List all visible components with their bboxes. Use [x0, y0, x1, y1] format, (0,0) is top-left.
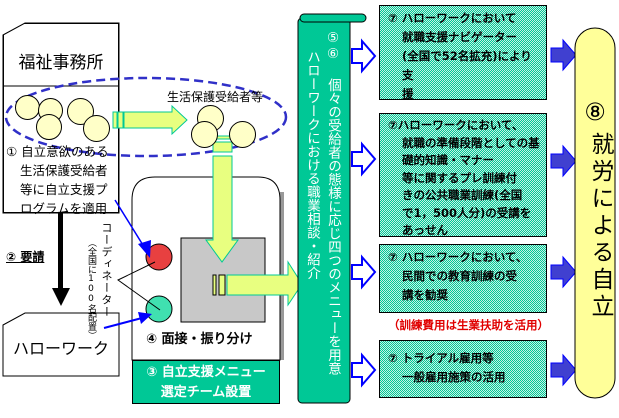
team-setup-label: ③ 自立支援メニュー 選定チーム設置 — [132, 360, 280, 404]
transfer-arrow — [112, 104, 188, 136]
menu-box-trial-employment: ⑦ トライアル雇用等 一般雇用施策の活用 — [379, 340, 547, 398]
step1-line: ログラムを適用 — [20, 201, 108, 216]
training-cost-note: （訓練費用は生業扶助を活用） — [388, 318, 549, 332]
menu-box-private-training: ⑦ ハローワークにおいて、 民間での教育訓練の受 講を勧奨 — [379, 244, 547, 313]
request-label: ② 要請 — [6, 250, 45, 264]
goal-number: ⑧ — [584, 98, 606, 126]
interview-label: ④ 面接・振り分け — [146, 332, 253, 347]
menu-line: 就職の準備段階としての基礎的知識・マナー — [402, 135, 540, 168]
coordinator-label: コーディネーター — [100, 222, 113, 318]
step1-line: ① 自立意欲のある — [6, 144, 109, 159]
menu-line: 講を勧奨 — [402, 288, 448, 302]
menu-line: あっせん — [402, 223, 448, 237]
team-label-line: 選定チーム設置 — [160, 385, 252, 400]
scroll-col1: ⑤⑥ 個々の受給者の態様に応じ四つのメニューを用意 — [325, 30, 341, 375]
menu-line: ⑦ ハローワークにおいて、 — [388, 250, 528, 264]
coordinator-note: （全国に100名配置） — [86, 238, 96, 340]
person-circle — [36, 114, 62, 140]
team-label-line: ③ 自立支援メニュー — [146, 365, 266, 380]
step1-line: 生活保護受給者 — [20, 163, 108, 178]
goal-text: 就労による自立 — [587, 132, 613, 321]
person-circle — [15, 95, 40, 120]
menu-box-pre-training: ⑦ハローワークにおいて、 就職の準備段階としての基礎的知識・マナー 等に関するプ… — [379, 113, 547, 237]
scroll-col2: ハローワークにおける職業相談・紹介 — [304, 50, 320, 280]
person-circle — [229, 121, 256, 148]
menu-line: きの公共職業訓練(全国 — [402, 188, 523, 202]
step1-line: 等に自立支援プ — [20, 182, 108, 197]
menu-line: 民間での教育訓練の受 — [402, 269, 517, 283]
welfare-office-title: 福祉事務所 — [18, 53, 104, 73]
recipients-label: 生活保護受給者等 — [167, 90, 264, 104]
menu-box-navigator: ⑦ ハローワークにおいて 就職支援ナビゲーター (全国で52名拡充)により支 援 — [379, 5, 547, 101]
menu-line: ⑦ ハローワークにおいて — [388, 11, 517, 25]
menu-line: 一般雇用施策の活用 — [402, 370, 506, 384]
person-circle — [191, 121, 218, 148]
person-circle — [67, 98, 94, 125]
recipients-dashed-ellipse — [4, 76, 288, 158]
menu-line: 就職支援ナビゲーター — [402, 30, 517, 44]
step1-text: ① 自立意欲のある 生活保護受給者 等に自立支援プ ログラムを適用 — [6, 142, 109, 218]
menu-line: ⑦ トライアル雇用等 — [388, 351, 494, 365]
menu-line: 等に関するプレ訓練付 — [402, 170, 517, 185]
menu-line: (全国で52名拡充)により支 — [402, 49, 532, 82]
hello-work-title: ハローワーク — [12, 339, 109, 358]
menu-line: 援 — [402, 87, 414, 101]
person-circle — [83, 115, 110, 142]
menu-line: で1，500人分)の受講を — [402, 205, 532, 220]
menu-line: ⑦ハローワークにおいて、 — [388, 118, 524, 132]
